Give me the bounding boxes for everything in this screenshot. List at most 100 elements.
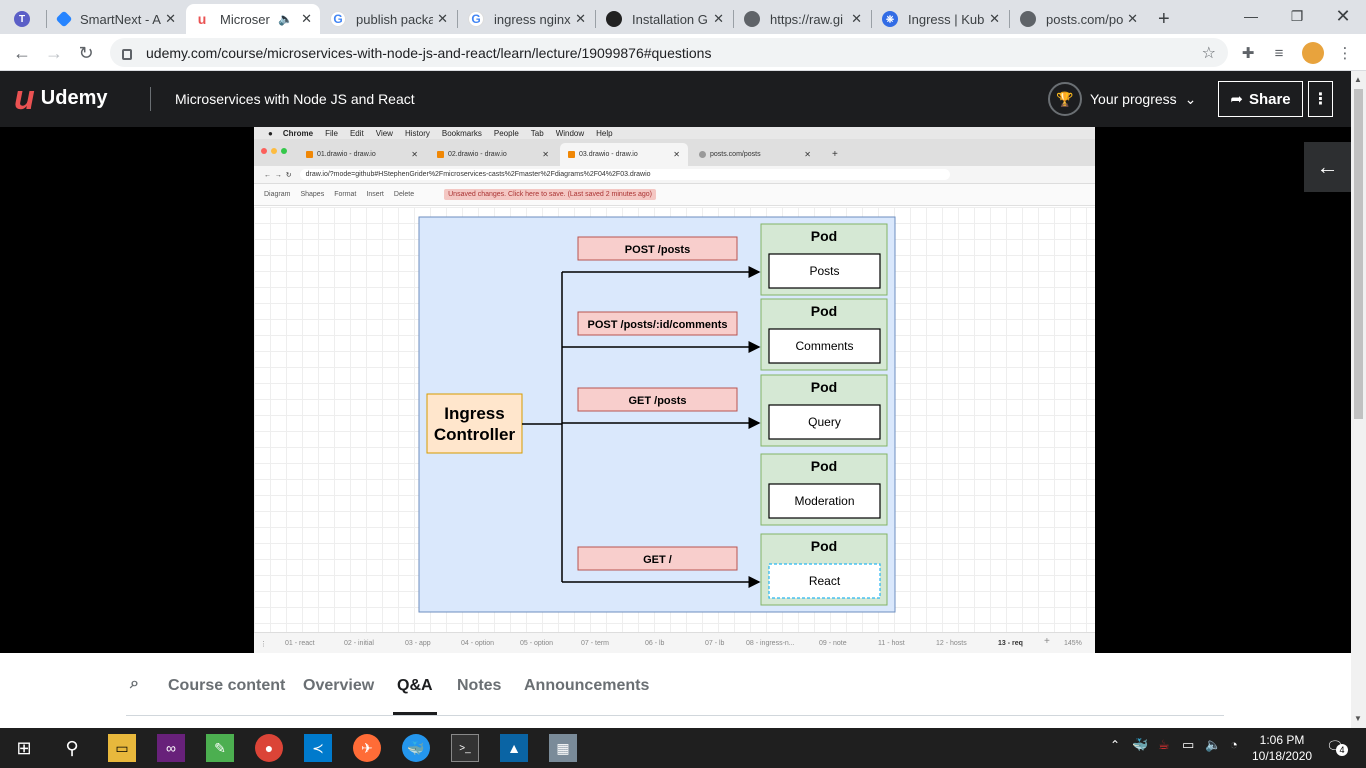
trophy-icon: 🏆: [1048, 82, 1082, 116]
speaker-icon[interactable]: 🔈: [278, 12, 294, 26]
scroll-up-icon[interactable]: ▲: [1354, 75, 1362, 84]
tab-kubernetes[interactable]: ⎈ Ingress | Kube ✕: [874, 4, 1008, 34]
windows-taskbar: ⊞ ⚲ ▭ ∞ ✎ ● ≺ ✈ 🐳 >_ ▲ ▦ ⌃ 🐳 ☕ ▭ 🔈 ◔ 1:0…: [0, 728, 1366, 768]
volume-icon[interactable]: 🔈: [1205, 737, 1222, 752]
tab-udemy[interactable]: u Microser 🔈 ✕: [186, 4, 320, 34]
close-window-button[interactable]: ✕: [1335, 5, 1351, 26]
udemy-icon: u: [194, 11, 210, 27]
close-tab-icon[interactable]: ✕: [437, 11, 448, 26]
tab-teams[interactable]: T: [6, 4, 46, 34]
service-box: [768, 404, 881, 440]
route-1: POST /posts/:id/comments: [562, 311, 761, 353]
tab-announcements[interactable]: Announcements: [524, 677, 650, 694]
video-tab: 01.drawio - draw.io✕: [298, 143, 426, 166]
new-tab-button[interactable]: +: [1158, 7, 1170, 30]
udemy-icon: u: [14, 79, 35, 117]
tab-posts[interactable]: posts.com/po ✕: [1012, 4, 1146, 34]
reload-button[interactable]: ↻: [78, 42, 94, 63]
share-button[interactable]: ➦ Share: [1218, 81, 1303, 117]
tab-overview[interactable]: Overview: [303, 677, 375, 694]
service-name: React: [809, 574, 841, 588]
search-icon[interactable]: ⌕: [130, 675, 139, 692]
forward-button[interactable]: →: [45, 42, 63, 63]
tab-qa[interactable]: Q&A: [397, 677, 433, 694]
close-tab-icon[interactable]: ✕: [301, 11, 312, 26]
chevron-down-icon: ⌄: [1184, 90, 1197, 107]
route-label-box: [577, 236, 738, 261]
chrome-menu-icon[interactable]: ⋮: [1337, 45, 1353, 62]
profile-avatar[interactable]: [1302, 42, 1324, 64]
close-tab-icon[interactable]: ✕: [989, 11, 1000, 26]
tab-google-publish[interactable]: G publish packa ✕: [322, 4, 456, 34]
progress-dropdown[interactable]: 🏆 Your progress ⌄: [1048, 82, 1196, 116]
postman-icon[interactable]: ✈: [353, 734, 381, 762]
close-tab-icon[interactable]: ✕: [1127, 11, 1138, 26]
back-button[interactable]: ←: [13, 42, 31, 63]
page-scrollbar[interactable]: ▲ ▼: [1351, 71, 1366, 728]
udemy-logo[interactable]: u Udemy: [14, 79, 108, 117]
file-explorer-icon[interactable]: ▭: [108, 734, 136, 762]
video-new-tab: +: [832, 149, 838, 160]
photos-icon[interactable]: ▲: [500, 734, 528, 762]
close-tab-icon[interactable]: ✕: [713, 11, 724, 26]
notepad-plus-icon[interactable]: ✎: [206, 734, 234, 762]
service-name: Query: [808, 415, 841, 429]
controller-line-1: Ingress: [444, 404, 504, 423]
tab-course-content[interactable]: Course content: [168, 677, 286, 694]
service-box: [768, 483, 881, 519]
terminal-icon[interactable]: >_: [451, 734, 479, 762]
java-tray-icon[interactable]: ☕: [1158, 737, 1170, 752]
chrome-icon[interactable]: ●: [255, 734, 283, 762]
tab-raw-github[interactable]: https://raw.gi ✕: [736, 4, 870, 34]
extensions-icon[interactable]: ✚: [1241, 45, 1255, 62]
ingress-controller-box: [426, 393, 523, 454]
browser-tab-strip: T SmartNext - A ✕ u Microser 🔈 ✕ G publi…: [0, 0, 1366, 34]
bookmark-star-icon[interactable]: ☆: [1201, 44, 1216, 62]
scrollbar-thumb[interactable]: [1354, 89, 1363, 419]
service-box: [768, 563, 881, 599]
tab-installation[interactable]: Installation G ✕: [598, 4, 732, 34]
clock[interactable]: 1:06 PM 10/18/2020: [1252, 733, 1313, 763]
close-tab-icon[interactable]: ✕: [575, 11, 586, 26]
close-tab-icon[interactable]: ✕: [165, 11, 176, 26]
scroll-down-icon[interactable]: ▼: [1354, 714, 1362, 723]
windows-start-icon[interactable]: ⊞: [16, 737, 32, 758]
battery-icon[interactable]: ▭: [1182, 737, 1195, 752]
tab-notes[interactable]: Notes: [457, 677, 502, 694]
pod-label: Pod: [811, 458, 837, 474]
service-name: Posts: [809, 264, 839, 278]
restore-button[interactable]: ❐: [1290, 7, 1304, 24]
service-box: [768, 328, 881, 364]
visual-studio-icon[interactable]: ∞: [157, 734, 185, 762]
docker-tray-icon[interactable]: 🐳: [1132, 737, 1149, 752]
minimize-button[interactable]: —: [1244, 8, 1258, 24]
media-control-icon[interactable]: ≡: [1274, 44, 1284, 62]
route-0: POST /posts: [562, 236, 761, 278]
course-title[interactable]: Microservices with Node JS and React: [175, 91, 415, 107]
mac-menubar: ● Chrome File Edit View History Bookmark…: [254, 127, 1095, 139]
search-icon[interactable]: ⚲: [65, 737, 79, 758]
notifications-icon[interactable]: 🗨4: [1326, 738, 1348, 756]
udemy-header: u Udemy Microservices with Node JS and R…: [0, 71, 1351, 127]
wifi-icon[interactable]: ◔: [1230, 737, 1238, 752]
route-label-box: [577, 311, 738, 336]
tab-smartnext[interactable]: SmartNext - A ✕: [50, 4, 184, 34]
app-icon[interactable]: ▦: [549, 734, 577, 762]
url-text[interactable]: udemy.com/course/microservices-with-node…: [146, 44, 712, 61]
chevron-up-icon[interactable]: ⌃: [1110, 738, 1121, 752]
vscode-icon[interactable]: ≺: [304, 734, 332, 762]
more-options-button[interactable]: ⋮: [1308, 81, 1333, 117]
omnibox[interactable]: udemy.com/course/microservices-with-node…: [110, 38, 1228, 67]
close-tab-icon[interactable]: ✕: [851, 11, 862, 26]
expand-sidebar-button[interactable]: ←: [1304, 142, 1351, 192]
docker-icon[interactable]: 🐳: [402, 734, 430, 762]
route-label: GET /: [643, 554, 672, 566]
lecture-nav: ⌕ Course content Overview Q&A Notes Anno…: [126, 672, 1226, 716]
google-icon: G: [330, 11, 346, 27]
tab-google-ingress[interactable]: G ingress nginx ✕: [460, 4, 594, 34]
